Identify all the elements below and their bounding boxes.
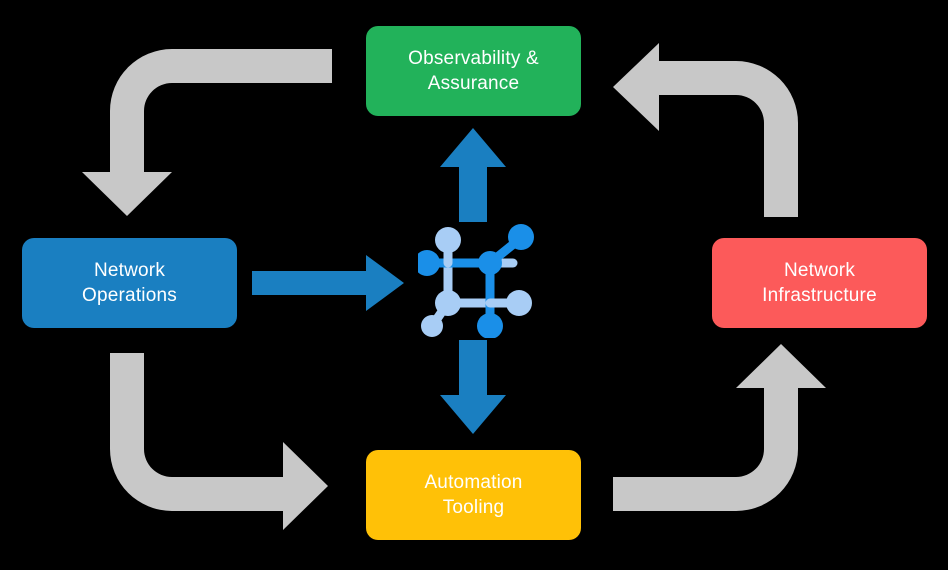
arrow-automation-to-infrastructure — [613, 344, 826, 511]
node-label-automation-tooling: Automation Tooling — [424, 471, 523, 518]
arrow-operations-to-automation — [110, 353, 328, 530]
node-label-network-operations: Network Operations — [82, 259, 177, 306]
node-observability-assurance[interactable]: Observability & Assurance — [366, 26, 581, 116]
arrow-operations-to-center — [252, 255, 404, 311]
node-network-infrastructure[interactable]: Network Infrastructure — [712, 238, 927, 328]
topology-edge-top-stub — [443, 235, 524, 308]
arrow-observability-to-operations — [82, 47, 332, 216]
node-label-network-infrastructure: Network Infrastructure — [762, 259, 877, 306]
node-label-observability-assurance: Observability & Assurance — [408, 47, 539, 94]
arrow-center-to-automation — [440, 340, 506, 434]
node-network-operations[interactable]: Network Operations — [22, 238, 237, 328]
topology-nodes-primary — [418, 224, 534, 338]
network-topology-icon — [418, 224, 534, 338]
node-automation-tooling[interactable]: Automation Tooling — [366, 450, 581, 540]
arrow-infrastructure-to-observability — [613, 43, 798, 217]
arrow-center-to-observability — [440, 128, 506, 222]
